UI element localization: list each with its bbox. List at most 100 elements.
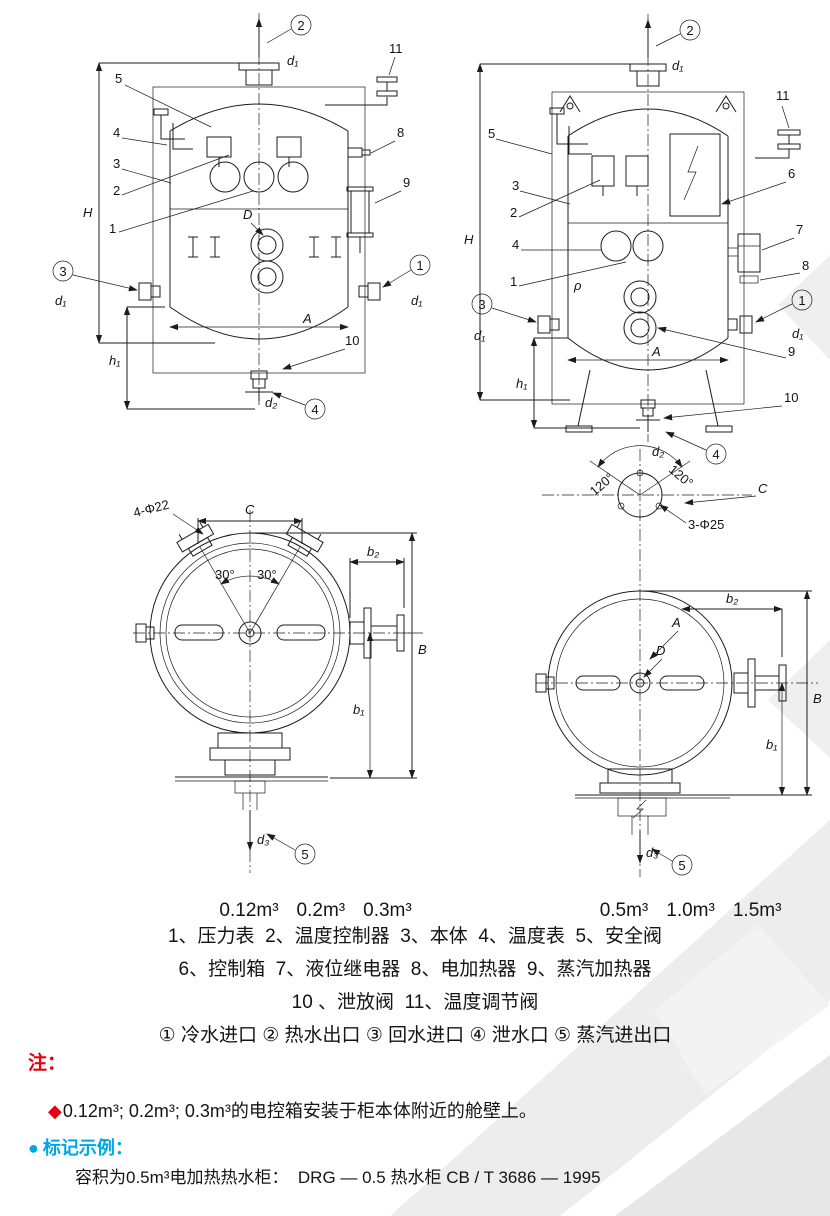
dim-D-leader: [250, 222, 264, 236]
parts-legend: 1、压力表 2、温度控制器 3、本体 4、温度表 5、安全阀 6、控制箱 7、液…: [0, 920, 830, 1052]
thermometer-pipe: [549, 107, 592, 155]
part-5-label: 5: [115, 71, 122, 86]
part-callouts: 5 3 2 4 1 11 6 7 8 9 10: [488, 88, 809, 421]
dim-h1: [530, 337, 640, 429]
callout-3-label: 3: [478, 297, 485, 312]
dim-d2-label: d₂: [265, 395, 277, 410]
return-inlet-flange: [138, 282, 161, 301]
dim-h1-label: h₁: [516, 376, 527, 391]
part-9-label: 9: [403, 175, 410, 190]
callout-drain-port: 4: [665, 431, 727, 465]
electric-heater-stub: [347, 147, 371, 158]
size-value: 0.3m³: [363, 900, 412, 921]
callout-hot-water-outlet: 2: [266, 14, 312, 44]
part-10-label: 10: [345, 333, 359, 348]
angle-line-left: [199, 546, 251, 634]
lifting-lugs: [559, 95, 737, 113]
part-6-label: 6: [788, 166, 795, 181]
thermometer-pipe: [153, 108, 193, 150]
dim-H-label: H: [83, 205, 93, 220]
dim-H: [476, 63, 630, 401]
part-2-label: 2: [113, 183, 120, 198]
legend-line-2: 6、控制箱 7、液位继电器 8、电加热器 9、蒸汽加热器: [178, 959, 652, 980]
dim-C-label: C: [758, 481, 768, 496]
internal-slots: [174, 621, 326, 645]
top-flange-left: [176, 521, 215, 557]
level-relay-box: [727, 233, 761, 284]
note-label: 注：: [28, 1053, 67, 1074]
callout-cold-inlet: 1 d₁: [755, 289, 813, 341]
internal-slots: [575, 672, 705, 694]
part-1-label: 1: [510, 274, 517, 289]
angle-120-left-label: 120°: [587, 470, 617, 499]
left-stub-flange: [135, 623, 155, 643]
example-text: 容积为0.5m³电加热热水柜： DRG — 0.5 热水柜 CB / T 368…: [75, 1168, 601, 1187]
callout-4-label: 4: [712, 447, 719, 462]
cold-water-inlet-flange: [358, 282, 381, 301]
temp-regulating-valve: [325, 76, 398, 106]
dim-B-label: B: [813, 691, 822, 706]
example-label-text: 标记示例：: [42, 1138, 133, 1158]
bottom-heater-assembly: [575, 768, 730, 835]
steam-heater: [346, 186, 374, 253]
caption-small-sizes: 0.12m³ 0.2m³ 0.3m³: [160, 878, 450, 944]
part-4-label: 4: [512, 237, 519, 252]
callout-return-inlet: 3 d₁: [471, 293, 537, 343]
dot-bullet: ●: [28, 1138, 39, 1158]
part-8-label: 8: [397, 125, 404, 140]
dim-B: [250, 532, 417, 779]
part-7-label: 7: [796, 222, 803, 237]
dim-d1-left-label: d₁: [474, 328, 485, 343]
callout-1-label: 1: [416, 258, 423, 273]
bolt-holes-label: 4-Φ22: [132, 497, 171, 520]
part-11-label: 11: [776, 88, 790, 103]
bolt-holes-leader: [172, 513, 204, 535]
dim-C-leader: [684, 495, 757, 506]
dim-A-label: A: [671, 615, 681, 630]
size-value: 1.0m³: [666, 900, 715, 921]
dim-D-label: D: [656, 643, 665, 658]
dim-A-label: A: [302, 311, 312, 326]
callout-3-label: 3: [59, 264, 66, 279]
example-label: ●标记示例：: [28, 1134, 133, 1160]
dim-h1-label: h₁: [109, 353, 120, 368]
note-text: ◆0.12m³; 0.2m³; 0.3m³的电控箱安装于柜本体附近的舱壁上。: [28, 1076, 808, 1144]
part-1-label: 1: [109, 221, 116, 236]
part-11-label: 11: [389, 41, 403, 56]
dim-D-leader: [643, 658, 663, 678]
dim-d1-top-label: d₁: [672, 58, 683, 73]
size-value: 0.12m³: [219, 900, 279, 921]
drain-valve: [636, 399, 660, 432]
size-value: 1.5m³: [732, 900, 782, 921]
callout-2-label: 2: [686, 23, 693, 38]
callout-4-label: 4: [311, 402, 318, 417]
dim-d3-label: d₃: [646, 845, 658, 860]
bolt-holes-label: 3-Φ25: [688, 517, 724, 532]
internal-fittings: [188, 136, 341, 294]
dim-h1: [123, 306, 255, 410]
callout-5-label: 5: [301, 847, 308, 862]
dim-b1-label: b₁: [353, 702, 364, 717]
control-box: [669, 133, 721, 217]
part-8-label: 8: [802, 258, 809, 273]
part-5-label: 5: [488, 126, 495, 141]
angle-30-right-label: 30°: [257, 567, 277, 582]
dim-b2: [681, 605, 783, 657]
size-value: 0.2m³: [296, 900, 346, 921]
legend-line-1: 1、压力表 2、温度控制器 3、本体 4、温度表 5、安全阀: [167, 926, 663, 947]
part-callouts: 5 4 3 2 1 11 8 9 10: [109, 41, 410, 370]
bolt-circle-detail: [589, 445, 691, 518]
dim-A-leader: [649, 630, 679, 660]
jacket-outline: [152, 86, 366, 374]
top-nozzle: [629, 63, 667, 87]
vessel-outline: [567, 108, 729, 371]
angle-30-left-label: 30°: [215, 567, 235, 582]
dim-B-label: B: [418, 642, 427, 657]
callout-hot-water-outlet: 2: [655, 19, 701, 47]
support-legs: [565, 369, 733, 433]
dim-d1-right-label: d₁: [411, 293, 422, 308]
left-stub-flange: [535, 673, 555, 693]
bottom-drain-assembly: [175, 732, 328, 810]
